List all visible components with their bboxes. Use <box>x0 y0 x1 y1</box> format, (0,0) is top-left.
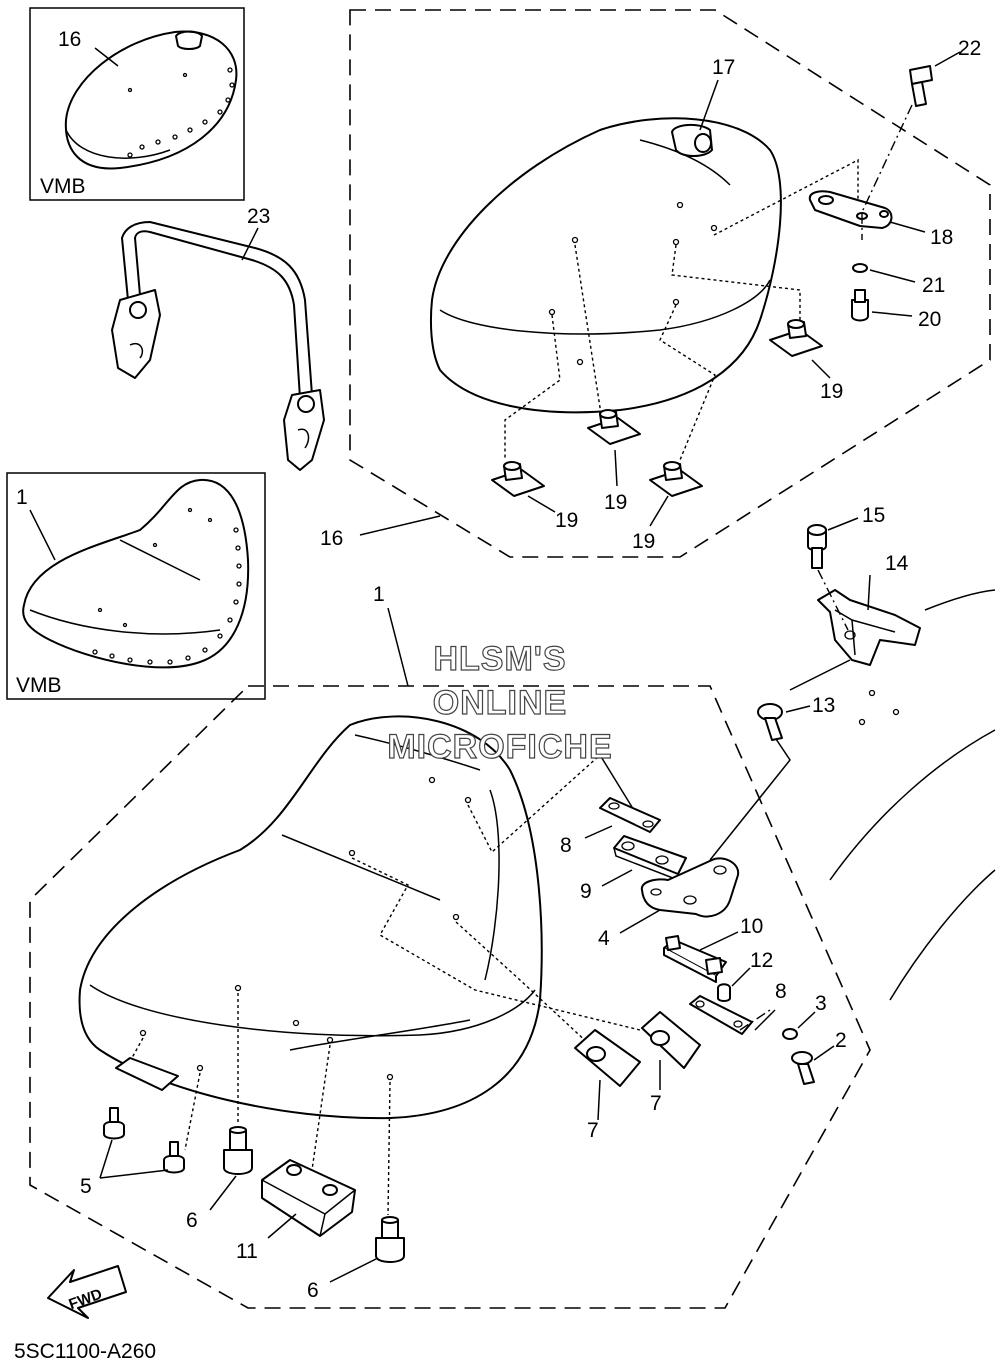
rear-inset-vmb-label: VMB <box>40 175 86 198</box>
part-17-rear-seat: 17 <box>429 56 782 414</box>
clip-19-d <box>649 461 703 497</box>
callout-22: 22 <box>958 37 981 60</box>
callout-2: 2 <box>835 1029 847 1052</box>
callout-1-group: 1 <box>373 583 385 606</box>
callout-21: 21 <box>922 274 945 297</box>
parts-8-9-4-plates: 8 9 4 <box>560 797 740 950</box>
rear-seat-vmb-inset: 16 VMB <box>29 7 245 201</box>
callout-8-a: 8 <box>560 834 572 857</box>
callout-14: 14 <box>885 552 909 575</box>
part-5-stopper: 5 <box>80 1057 185 1198</box>
callout-23: 23 <box>247 205 270 228</box>
inset-callout-16: 16 <box>58 28 81 51</box>
svg-text:ONLINE: ONLINE <box>433 684 567 722</box>
front-seat-group-boundary <box>29 685 871 1309</box>
callout-7-a: 7 <box>587 1119 599 1142</box>
watermark: HLSM'S ONLINE MICROFICHE <box>387 639 613 766</box>
frame-outline <box>789 589 996 1001</box>
clip-19-a <box>769 319 823 357</box>
callout-18: 18 <box>930 226 953 249</box>
part-23-grab-bar: 23 <box>111 205 325 471</box>
callout-19-a: 19 <box>820 380 843 403</box>
part-13-bolt: 13 <box>757 694 835 741</box>
callout-7-b: 7 <box>650 1092 662 1115</box>
callout-20: 20 <box>918 308 941 331</box>
part-14-15-bracket: 15 14 <box>807 504 921 726</box>
callout-11: 11 <box>236 1240 258 1263</box>
callout-17: 17 <box>712 56 735 79</box>
callout-3: 3 <box>815 992 827 1015</box>
callout-12: 12 <box>750 949 773 972</box>
callout-16-group: 16 <box>320 527 343 550</box>
part-1-front-seat: 1 <box>78 583 543 1120</box>
rear-seat-group-boundary <box>349 9 991 558</box>
svg-text:HLSM'S: HLSM'S <box>433 640 566 678</box>
callout-8-b: 8 <box>775 980 787 1003</box>
diagram-code: 5SC1100-A260 <box>14 1340 156 1363</box>
callout-10: 10 <box>740 915 763 938</box>
rear-seat-leader-lines <box>504 158 859 461</box>
callout-19-d: 19 <box>632 530 655 553</box>
callout-6-b: 6 <box>307 1279 319 1302</box>
part-11-bracket: 11 <box>236 1159 356 1263</box>
front-inset-vmb-label: VMB <box>16 674 62 697</box>
clip-19-b <box>491 461 545 497</box>
clip-19-c <box>587 409 641 445</box>
inset-callout-1: 1 <box>16 486 28 509</box>
callout-19-b: 19 <box>555 509 578 532</box>
fwd-arrow-icon: FWD <box>47 1265 127 1319</box>
callout-4: 4 <box>598 927 610 950</box>
callout-6-a: 6 <box>186 1209 198 1232</box>
callout-13: 13 <box>812 694 835 717</box>
parts-18-22-fasteners: 18 21 20 22 <box>808 37 981 331</box>
parts-10-12-8-3-2: 10 12 8 3 2 <box>663 915 847 1085</box>
callout-5: 5 <box>80 1175 92 1198</box>
part-6-dampers: 6 6 <box>186 1126 405 1302</box>
callout-19-c: 19 <box>604 491 627 514</box>
svg-text:MICROFICHE: MICROFICHE <box>387 728 612 766</box>
callout-9: 9 <box>580 880 592 903</box>
part-19-clips: 19 19 19 19 <box>491 319 843 553</box>
callout-15: 15 <box>862 504 885 527</box>
part-7-dampers: 7 7 <box>574 1011 701 1142</box>
front-seat-vmb-inset: 1 VMB <box>6 472 266 700</box>
